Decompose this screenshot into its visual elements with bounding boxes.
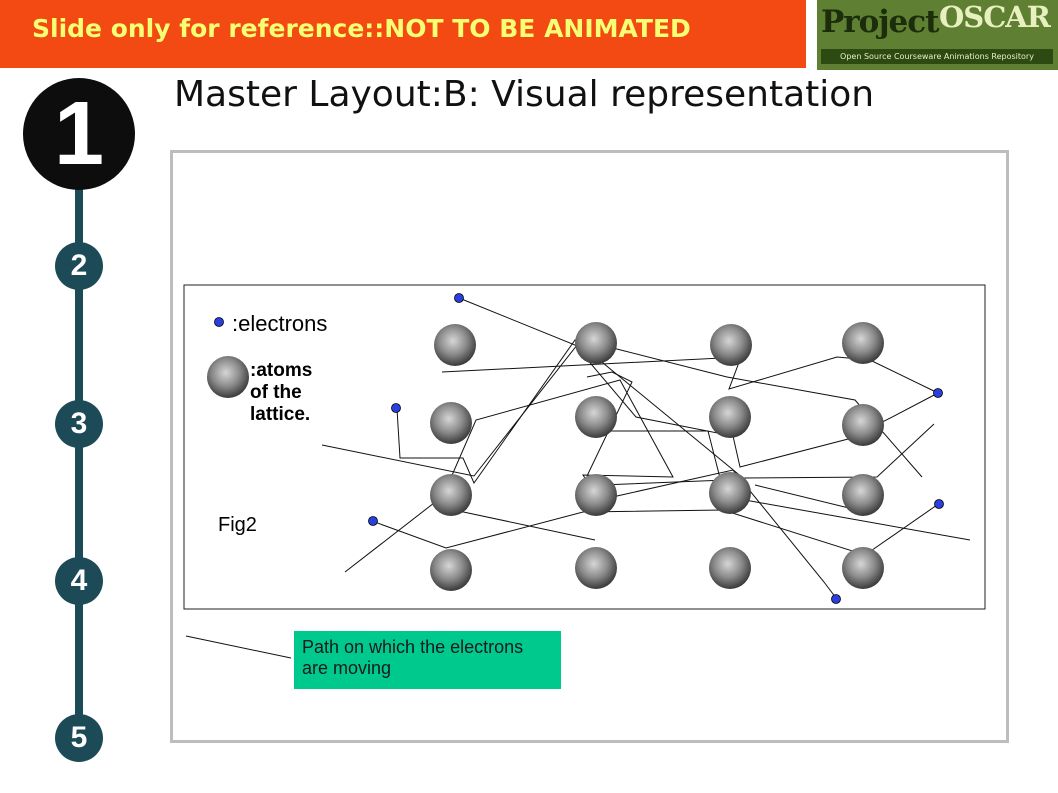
reference-banner: Slide only for reference::NOT TO BE ANIM… — [0, 0, 806, 68]
legend-atoms-label: :atoms — [250, 360, 312, 381]
logo-word-project: Project — [821, 4, 939, 40]
atom — [842, 404, 884, 446]
logo-subtitle: Open Source Courseware Animations Reposi… — [821, 49, 1053, 64]
atom — [575, 322, 617, 364]
electron — [831, 594, 841, 604]
step-5[interactable]: 5 — [55, 714, 103, 762]
electron — [934, 499, 944, 509]
electron — [391, 403, 401, 413]
electron — [933, 388, 943, 398]
path-caption: Path on which the electrons are moving — [294, 631, 561, 689]
atom — [842, 474, 884, 516]
atom — [842, 322, 884, 364]
atom — [430, 402, 472, 444]
atom — [434, 324, 476, 366]
project-oscar-logo: Project OSCAR Open Source Courseware Ani… — [817, 0, 1058, 70]
step-1[interactable]: 1 — [23, 78, 135, 190]
atom — [710, 324, 752, 366]
step-2[interactable]: 2 — [55, 242, 103, 290]
figure-frame — [183, 284, 986, 610]
lattice-atoms — [430, 322, 884, 591]
legend-electron-icon — [214, 317, 224, 327]
atom — [709, 396, 751, 438]
atom — [430, 474, 472, 516]
electrons — [368, 293, 944, 604]
figure-label: Fig2 — [218, 514, 257, 536]
legend-atoms-label-line3: lattice. — [250, 404, 310, 425]
atom — [575, 474, 617, 516]
legend-electrons-label: :electrons — [232, 311, 327, 336]
logo-word-oscar: OSCAR — [939, 0, 1051, 34]
step-4[interactable]: 4 — [55, 557, 103, 605]
banner-text: Slide only for reference::NOT TO BE ANIM… — [32, 14, 691, 43]
legend-atoms-label-line2: of the — [250, 382, 302, 403]
atom — [709, 472, 751, 514]
electron — [368, 516, 378, 526]
legend: :electrons :atoms of the lattice. — [205, 306, 353, 428]
atom — [575, 547, 617, 589]
atom — [709, 547, 751, 589]
electron — [454, 293, 464, 303]
legend-atom-icon — [207, 356, 249, 398]
step-3[interactable]: 3 — [55, 400, 103, 448]
atom — [575, 396, 617, 438]
atom — [430, 549, 472, 591]
atom — [842, 547, 884, 589]
page-title: Master Layout:B: Visual representation — [174, 74, 875, 115]
